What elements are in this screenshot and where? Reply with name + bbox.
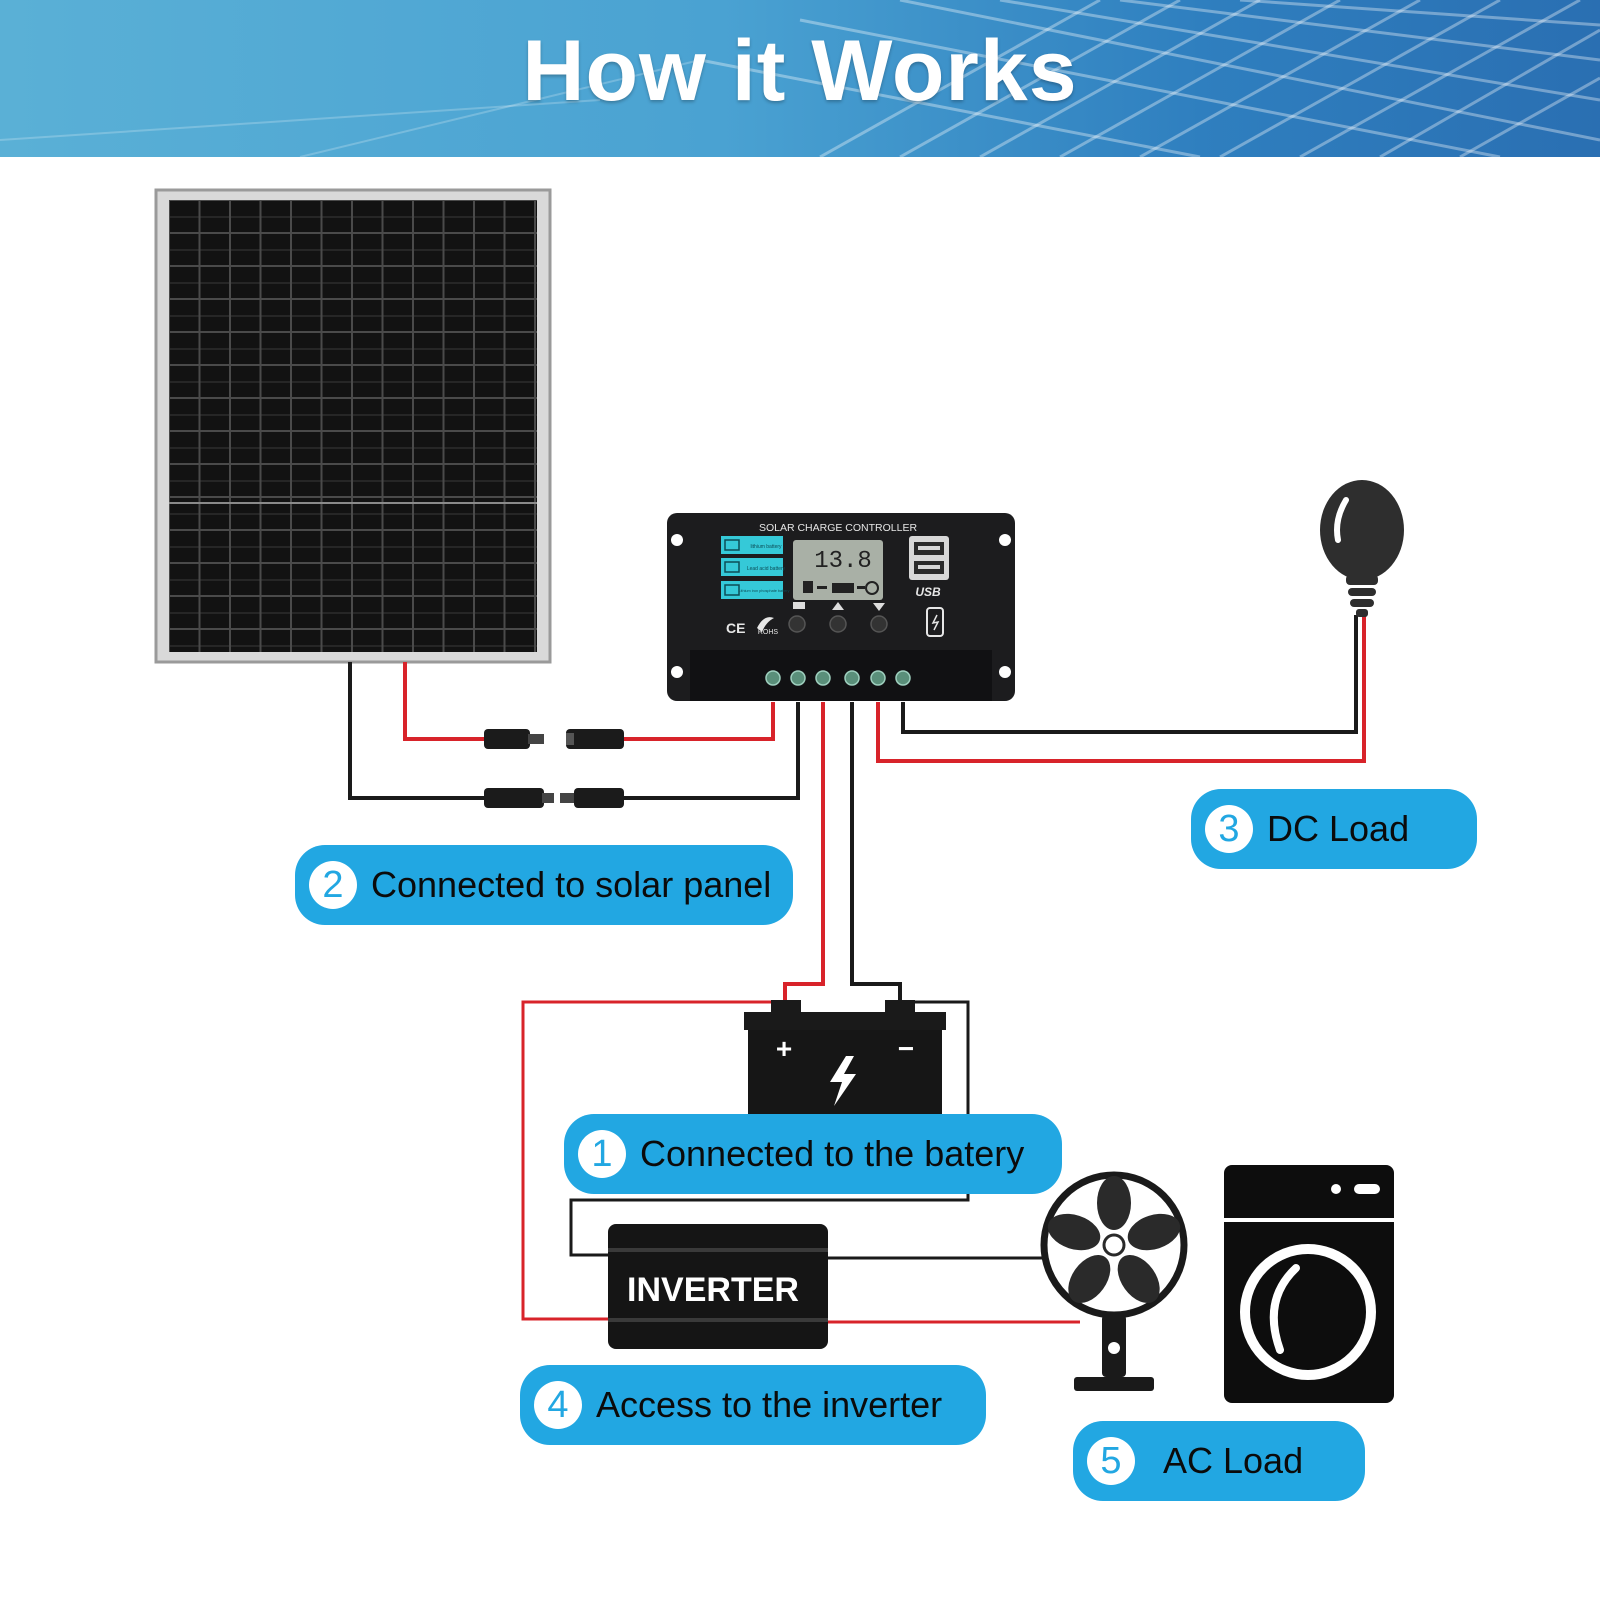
menu-icon — [793, 602, 805, 609]
panel-icon — [803, 581, 813, 593]
mc4-connector-negative — [484, 788, 624, 808]
step-number: 1 — [578, 1130, 626, 1178]
battery-minus: − — [898, 1033, 914, 1064]
lcd-reading: 13.8 — [814, 548, 872, 575]
battery-icon — [724, 539, 740, 551]
inverter: INVERTER — [608, 1224, 828, 1349]
usb-ports — [909, 536, 949, 580]
step-number: 3 — [1205, 805, 1253, 853]
rohs-mark: ROHS — [758, 629, 779, 636]
phone-charge-icon — [926, 607, 944, 637]
bulb-icon — [1320, 480, 1404, 617]
header-banner: How it Works — [0, 0, 1600, 157]
battery-type-label: Lead acid battery — [747, 566, 786, 572]
battery: + − — [744, 1000, 946, 1116]
up-arrow-icon — [832, 602, 844, 610]
washing-machine-icon — [1224, 1165, 1394, 1403]
step-number: 2 — [309, 861, 357, 909]
down-arrow-icon — [873, 603, 885, 611]
battery-type-label: Lithium iron phosphate battery — [738, 589, 789, 593]
battery-type-label: lithium battery — [750, 544, 782, 550]
menu-button[interactable] — [788, 615, 806, 633]
solar-grid-pattern — [0, 0, 1600, 157]
usb-label: USB — [915, 585, 941, 599]
lightning-icon — [830, 1056, 856, 1106]
battery-icon — [724, 561, 740, 573]
dc-load-wires — [876, 615, 1366, 763]
step-connected-to-solar-panel: 2 Connected to solar panel — [295, 845, 793, 925]
step-number: 4 — [534, 1381, 582, 1429]
controller-name: SOLAR CHARGE CONTROLLER — [759, 522, 918, 534]
inverter-wires — [521, 1000, 1080, 1324]
step-connected-to-battery: 1 Connected to the batery — [564, 1114, 1062, 1194]
leaf-icon — [757, 617, 774, 632]
step-label: Connected to solar panel — [371, 864, 772, 905]
charge-controller: SOLAR CHARGE CONTROLLER lithium battery … — [667, 513, 1015, 701]
battery-plus: + — [776, 1033, 792, 1064]
battery-icon — [832, 583, 854, 593]
mc4-connector-positive — [484, 729, 624, 749]
step-label: AC Load — [1163, 1440, 1304, 1481]
solar-panel-wires — [348, 662, 800, 800]
ce-mark: CE — [726, 620, 745, 636]
battery-wires — [783, 702, 902, 1010]
step-label: DC Load — [1267, 808, 1410, 849]
battery-icon — [724, 584, 740, 596]
up-button[interactable] — [829, 615, 847, 633]
step-access-to-inverter: 4 Access to the inverter — [520, 1365, 986, 1445]
controller-terminals — [765, 670, 911, 686]
fan-icon — [1040, 1171, 1188, 1391]
step-label: Access to the inverter — [596, 1384, 943, 1425]
down-button[interactable] — [870, 615, 888, 633]
step-ac-load: 5 AC Load — [1073, 1421, 1365, 1501]
step-number: 5 — [1087, 1437, 1135, 1485]
page-title: How it Works — [522, 23, 1078, 119]
step-dc-load: 3 DC Load — [1191, 789, 1477, 869]
step-label: Connected to the batery — [640, 1133, 1025, 1174]
bulb-icon — [865, 581, 879, 595]
solar-panel — [154, 188, 552, 664]
lcd-screen — [793, 540, 883, 600]
inverter-label: INVERTER — [627, 1271, 799, 1309]
